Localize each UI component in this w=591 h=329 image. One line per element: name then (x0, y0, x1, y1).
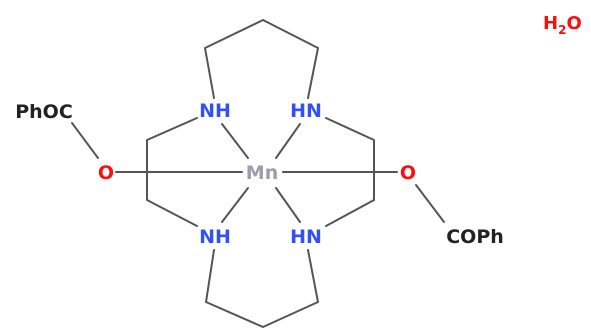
atom-labels: Mn NH HN NH HN O O PhOC COPh H2O (15, 13, 582, 248)
bond-mn-n-bottom-right (275, 187, 301, 223)
water-subscript: 2 (558, 23, 566, 37)
metal-center-label: Mn (246, 162, 278, 184)
benzoyl-group-left: PhOC (15, 101, 73, 123)
amine-label-top-left: NH (199, 100, 231, 122)
benzoyl-group-right: COPh (446, 226, 504, 248)
bond-top-bridge (204, 19, 319, 99)
bond-mn-n-top-left (221, 123, 249, 159)
oxygen-label-left: O (98, 162, 114, 184)
bond-left-bridge (146, 117, 198, 227)
water-oxygen: O (566, 13, 581, 34)
amine-label-top-right: HN (290, 100, 322, 122)
bond-bottom-bridge (205, 249, 319, 328)
amine-label-bottom-left: NH (199, 226, 231, 248)
bond-o-phoc (71, 122, 99, 159)
bond-mn-n-top-right (275, 123, 301, 159)
water-formula: H2O (543, 13, 582, 37)
amine-label-bottom-right: HN (290, 226, 322, 248)
oxygen-label-right: O (400, 162, 416, 184)
bond-mn-n-bottom-left (221, 187, 249, 223)
bond-o-coph (415, 184, 445, 223)
bond-lines (71, 19, 445, 328)
bond-right-bridge (325, 117, 375, 227)
water-hydrogen: H (543, 13, 558, 34)
